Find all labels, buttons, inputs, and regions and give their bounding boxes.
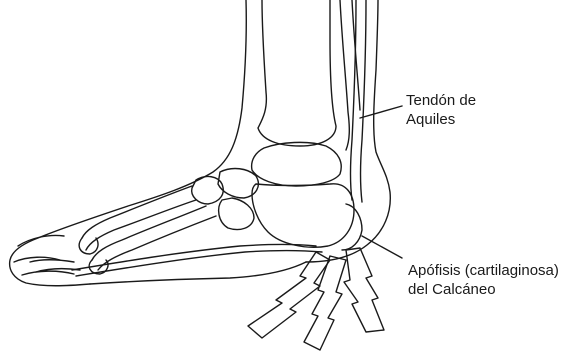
talus-outline	[252, 142, 342, 186]
metatarsal	[86, 200, 196, 250]
impact-bolt-icon	[344, 248, 384, 332]
achilles-pointer-line	[360, 106, 402, 118]
achilles-label-line2: Aquiles	[406, 110, 476, 129]
apophysis-pointer-line	[362, 236, 402, 258]
impact-bolt-icon	[248, 252, 330, 338]
apophysis-label-line2: del Calcáneo	[408, 280, 559, 299]
sole-outline	[90, 262, 306, 284]
cuboid-outline	[219, 198, 254, 230]
calcaneus-outline	[252, 184, 354, 247]
achilles-tendon-label: Tendón de Aquiles	[406, 91, 476, 129]
tibia-outline	[258, 0, 336, 146]
heel-outline	[306, 0, 390, 262]
apophysis-label-line1: Apófisis (cartilaginosa)	[408, 261, 559, 280]
calcaneus-apophysis-label: Apófisis (cartilaginosa) del Calcáneo	[408, 261, 559, 299]
achilles-label-line1: Tendón de	[406, 91, 476, 110]
leg-front-outline	[10, 0, 247, 286]
toe-outline	[22, 271, 74, 275]
metatarsal	[82, 186, 192, 238]
achilles-tendon	[361, 0, 367, 202]
impact-bolt-icon	[304, 256, 346, 350]
calcaneus-apophysis	[342, 204, 362, 250]
fibula-outline	[340, 0, 349, 150]
